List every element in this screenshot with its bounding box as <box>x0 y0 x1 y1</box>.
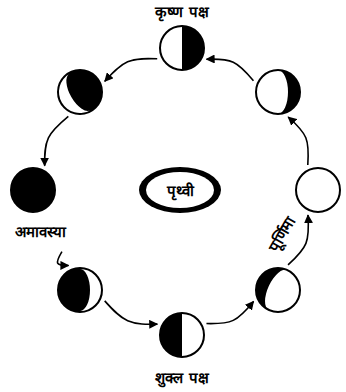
phase-label: कृष्ण पक्ष <box>155 3 208 21</box>
moon-last-quarter <box>160 26 204 70</box>
moon-first-quarter <box>160 313 204 357</box>
phase-label: अमावस्या <box>15 223 66 241</box>
orbit-arrow <box>45 116 69 165</box>
orbit-arrow <box>105 58 157 81</box>
moon-waning-crescent <box>51 70 102 121</box>
phase-label: शुक्ल पक्ष <box>155 369 208 387</box>
orbit-arrow <box>57 252 68 266</box>
orbit-arrow <box>206 301 253 323</box>
moon-waning-gibbous <box>256 70 300 114</box>
moon-full <box>296 168 340 212</box>
orbit-arrows <box>45 58 309 324</box>
orbit-arrow <box>288 117 308 165</box>
moon-new <box>11 168 55 212</box>
moon-waxing-gibbous <box>249 261 300 312</box>
moon-waxing-crescent <box>58 268 102 312</box>
earth-label: पृथ्वी <box>138 166 222 214</box>
orbit-arrow <box>105 301 158 324</box>
phase-label: पूर्णिमा <box>265 213 299 254</box>
orbit-arrow <box>207 59 254 81</box>
earth-node: पृथ्वी <box>138 166 222 214</box>
